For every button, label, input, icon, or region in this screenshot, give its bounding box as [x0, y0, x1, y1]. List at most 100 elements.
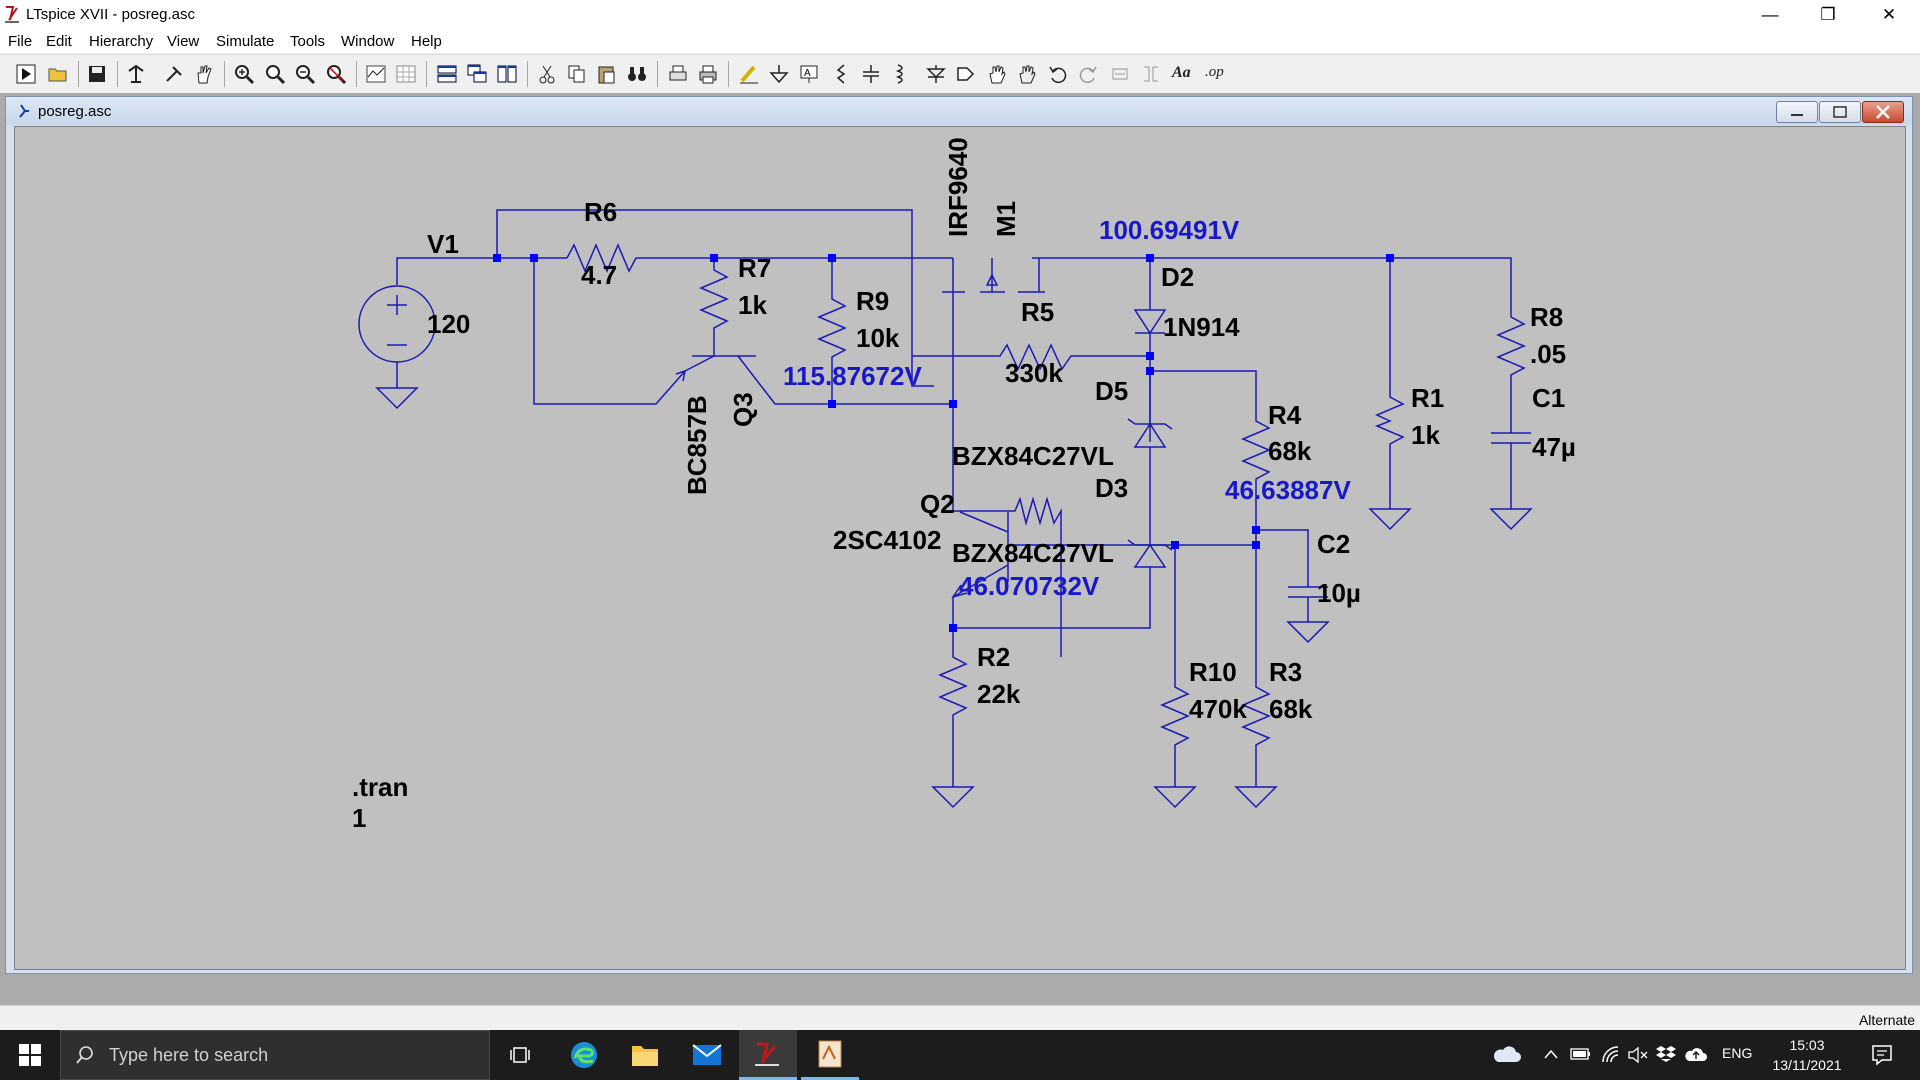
- capacitor-icon[interactable]: [860, 63, 882, 85]
- cut-icon[interactable]: [536, 63, 558, 85]
- transistor-q3[interactable]: [684, 355, 953, 405]
- zoom-in-icon[interactable]: [233, 63, 255, 85]
- spice-directive[interactable]: .tran 1: [352, 772, 409, 833]
- spice-directive-icon[interactable]: .op: [1205, 64, 1224, 80]
- resistor-r7[interactable]: [699, 258, 729, 356]
- tile-vertical-icon[interactable]: [496, 63, 518, 85]
- menu-view[interactable]: View: [167, 33, 200, 50]
- c2-label: C2: [1317, 529, 1351, 559]
- rotate-icon[interactable]: [1110, 63, 1132, 85]
- windows-taskbar: Type here to search ENG 15:03 13/11/2021: [0, 1030, 1920, 1080]
- resistor-icon[interactable]: [830, 63, 852, 85]
- text-tool-icon[interactable]: Aa: [1172, 64, 1191, 81]
- schematic-window: posreg.asc: [5, 96, 1913, 974]
- zoom-out-icon[interactable]: [294, 63, 316, 85]
- redo-icon[interactable]: [1077, 63, 1099, 85]
- taskbar-mail[interactable]: [678, 1030, 736, 1080]
- zoom-fit-icon[interactable]: [325, 63, 347, 85]
- component-icon[interactable]: [955, 63, 977, 85]
- child-close-button[interactable]: [1862, 101, 1904, 123]
- resistor-r4[interactable]: [1150, 370, 1271, 545]
- schematic-canvas[interactable]: V1 120 R6 4.7 R7 1k R9 10k Q3 BC857B M1 …: [14, 126, 1906, 970]
- restore-icon: [1833, 106, 1847, 118]
- mosfet-m1[interactable]: [942, 257, 1150, 293]
- cascade-icon[interactable]: [466, 63, 488, 85]
- copy-icon[interactable]: [566, 63, 588, 85]
- resistor-r2[interactable]: [938, 628, 968, 787]
- menu-help[interactable]: Help: [411, 33, 442, 50]
- close-button[interactable]: ✕: [1860, 0, 1918, 29]
- voltage-source-v1[interactable]: [358, 257, 497, 388]
- pan-hand-icon[interactable]: [193, 63, 215, 85]
- schematic-window-titlebar[interactable]: posreg.asc: [6, 97, 1912, 125]
- autorange-icon[interactable]: [365, 63, 387, 85]
- m1-model: IRF9640: [943, 137, 973, 237]
- undo-icon[interactable]: [1047, 63, 1069, 85]
- menu-tools[interactable]: Tools: [290, 33, 326, 50]
- taskbar-document-app[interactable]: [801, 1030, 859, 1080]
- print-icon[interactable]: [697, 63, 719, 85]
- taskbar-file-explorer[interactable]: [616, 1030, 674, 1080]
- taskbar-ltspice[interactable]: [739, 1030, 797, 1080]
- move-hand-icon[interactable]: [986, 63, 1008, 85]
- menu-simulate[interactable]: Simulate: [216, 33, 275, 50]
- tile-horizontal-icon[interactable]: [436, 63, 458, 85]
- child-restore-button[interactable]: [1819, 101, 1861, 123]
- grid-icon[interactable]: [395, 63, 417, 85]
- resistor-r10[interactable]: [1160, 545, 1190, 787]
- label-net-icon[interactable]: A: [798, 63, 820, 85]
- taskbar-search-box[interactable]: Type here to search: [60, 1030, 490, 1080]
- menu-window[interactable]: Window: [341, 33, 395, 50]
- diode-icon[interactable]: [925, 63, 947, 85]
- taskbar-edge[interactable]: [555, 1030, 613, 1080]
- resistor-r5[interactable]: [912, 343, 1150, 371]
- taskbar-clock[interactable]: 15:03 13/11/2021: [1762, 1035, 1852, 1075]
- restore-button[interactable]: ❐: [1799, 0, 1857, 29]
- zener-diode-d5[interactable]: [1127, 371, 1173, 521]
- schematic-drawing[interactable]: [15, 127, 1905, 969]
- menu-bar: File Edit Hierarchy View Simulate Tools …: [0, 29, 1920, 53]
- wire-q3-emitter: [533, 258, 686, 405]
- draw-wire-icon[interactable]: [738, 63, 760, 85]
- resistor-r9[interactable]: [817, 258, 847, 404]
- paste-icon[interactable]: [596, 63, 618, 85]
- minimize-button[interactable]: —: [1741, 0, 1799, 29]
- cloud-upload-icon[interactable]: [1684, 1044, 1708, 1064]
- save-icon[interactable]: [86, 63, 108, 85]
- d2-model: 1N914: [1163, 312, 1240, 342]
- drag-hand-icon[interactable]: [1016, 63, 1038, 85]
- onedrive-cloud-icon[interactable]: [1492, 1044, 1522, 1066]
- inductor-icon[interactable]: [890, 63, 912, 85]
- capacitor-c2[interactable]: [1256, 529, 1328, 622]
- ground-icon[interactable]: [768, 63, 790, 85]
- battery-icon[interactable]: [1570, 1047, 1592, 1061]
- resistor-r8-capacitor-c1[interactable]: [1491, 316, 1531, 509]
- menu-file[interactable]: File: [8, 33, 33, 50]
- print-preview-icon[interactable]: [667, 63, 689, 85]
- language-indicator[interactable]: ENG: [1722, 1045, 1753, 1061]
- find-binoculars-icon[interactable]: [626, 63, 648, 85]
- mirror-icon[interactable]: [1140, 63, 1162, 85]
- m1-label: M1: [991, 200, 1021, 237]
- r7-label: R7: [738, 253, 772, 283]
- child-minimize-button[interactable]: [1776, 101, 1818, 123]
- resistor-r6[interactable]: [566, 243, 637, 273]
- task-view-button[interactable]: [492, 1030, 550, 1080]
- resistor-r1[interactable]: [1374, 258, 1405, 509]
- run-icon[interactable]: [15, 63, 37, 85]
- wifi-icon[interactable]: [1600, 1044, 1622, 1064]
- probe-icon[interactable]: [163, 63, 185, 85]
- control-panel-icon[interactable]: [125, 63, 147, 85]
- clock-time: 15:03: [1789, 1037, 1825, 1053]
- open-folder-icon[interactable]: [47, 63, 69, 85]
- volume-muted-icon[interactable]: [1627, 1045, 1649, 1065]
- start-button[interactable]: [0, 1030, 60, 1080]
- resistor-r3[interactable]: [1241, 545, 1271, 787]
- dropbox-icon[interactable]: [1655, 1044, 1677, 1064]
- r9-value: 10k: [856, 323, 900, 353]
- chevron-up-icon[interactable]: [1543, 1048, 1559, 1060]
- notification-center-icon[interactable]: [1870, 1043, 1894, 1067]
- zoom-pan-icon[interactable]: [264, 63, 286, 85]
- menu-edit[interactable]: Edit: [46, 33, 72, 50]
- menu-hierarchy[interactable]: Hierarchy: [89, 33, 154, 50]
